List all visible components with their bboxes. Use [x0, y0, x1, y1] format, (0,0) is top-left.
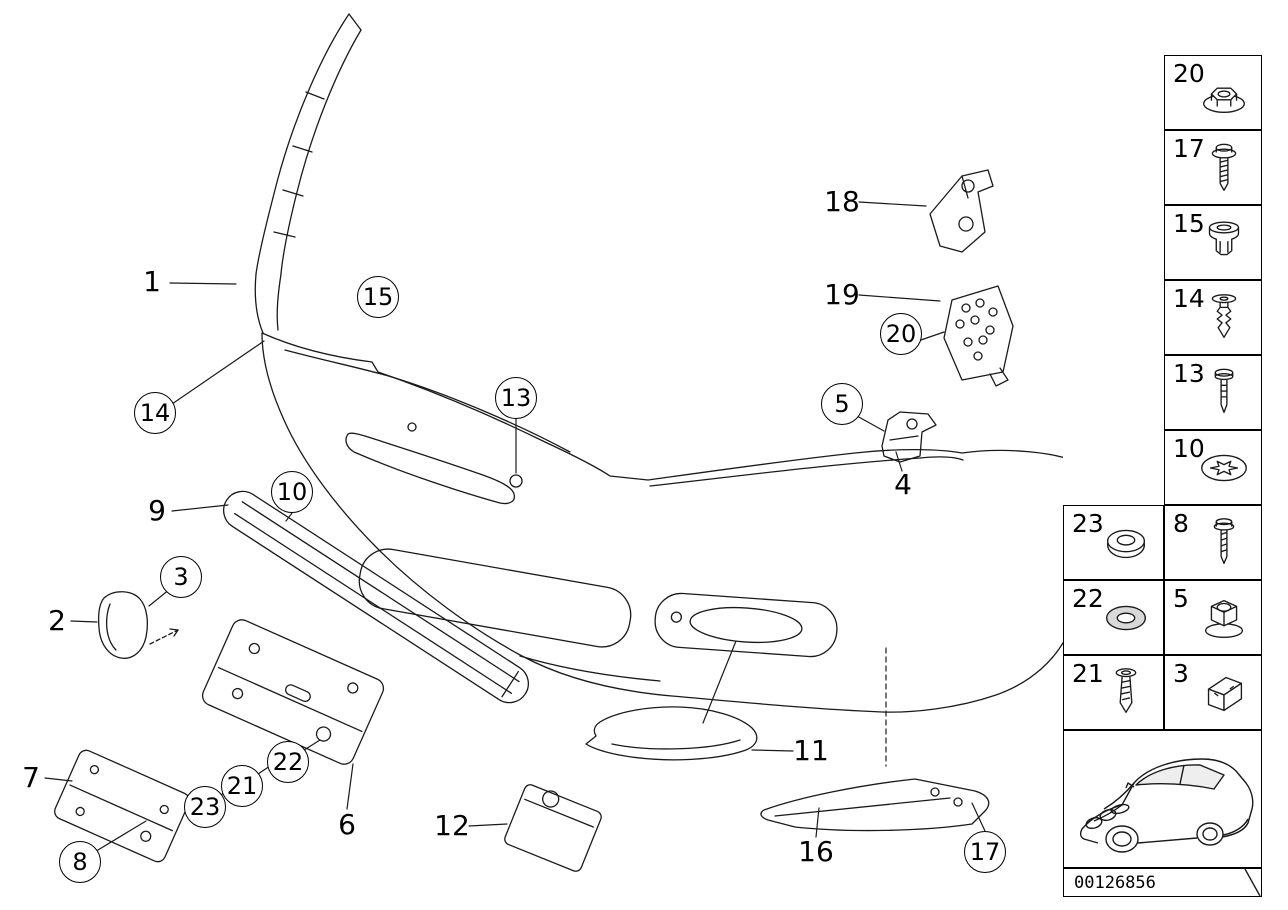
- cell-label: 5: [1173, 584, 1189, 613]
- part-tow-cover: [98, 591, 179, 659]
- cell-label: 21: [1072, 659, 1104, 688]
- self-tapping-screw-icon: [1115, 667, 1137, 713]
- blind-rivet-icon: [1214, 368, 1234, 413]
- cell-label: 13: [1173, 359, 1205, 388]
- callout-19[interactable]: 19: [824, 278, 860, 311]
- callout-1[interactable]: 1: [143, 265, 161, 298]
- callout-6[interactable]: 6: [338, 808, 356, 841]
- part-side-bracket: [760, 778, 990, 832]
- cell-label: 20: [1173, 59, 1205, 88]
- part-bumper-cover: [261, 332, 1063, 713]
- part-bracket-4: [881, 411, 937, 463]
- callout-22[interactable]: 22: [267, 741, 309, 783]
- sidebar-cell-20[interactable]: 20: [1164, 55, 1262, 130]
- callout-7[interactable]: 7: [22, 761, 40, 794]
- serrated-washer-icon: [1201, 454, 1247, 481]
- callout-14[interactable]: 14: [134, 392, 176, 434]
- callout-12[interactable]: 12: [434, 809, 470, 842]
- sidebar-cell-22[interactable]: 22: [1063, 580, 1164, 655]
- cover-cap-icon: [1106, 529, 1146, 558]
- cell-label: 14: [1173, 284, 1205, 313]
- callout-16[interactable]: 16: [798, 835, 834, 868]
- callout-4[interactable]: 4: [894, 468, 912, 501]
- cell-label: 23: [1072, 509, 1104, 538]
- part-number-box: 00126856: [1063, 868, 1262, 897]
- cell-label: 22: [1072, 584, 1104, 613]
- part-number: 00126856: [1074, 872, 1156, 893]
- car-thumbnail: [1079, 758, 1254, 853]
- expansion-rivet-icon: [1211, 293, 1237, 338]
- footer-slash-mark: [1244, 869, 1261, 896]
- callout-10[interactable]: 10: [271, 471, 313, 513]
- sidebar-cell-15[interactable]: 15: [1164, 205, 1262, 280]
- diagram-canvas: [44, 13, 1063, 872]
- sidebar-cell-10[interactable]: 10: [1164, 430, 1262, 505]
- sidebar-cell-14[interactable]: 14: [1164, 280, 1262, 355]
- callout-11[interactable]: 11: [793, 734, 829, 767]
- callout-20[interactable]: 20: [880, 313, 922, 355]
- part-trim-strip: [254, 13, 362, 334]
- callout-17[interactable]: 17: [964, 831, 1006, 873]
- part-access-panel: [504, 784, 602, 872]
- callout-2[interactable]: 2: [48, 604, 66, 637]
- sidebar-cell-21[interactable]: 21: [1063, 655, 1164, 730]
- sidebar-cell-17[interactable]: 17: [1164, 130, 1262, 205]
- callout-18[interactable]: 18: [824, 185, 860, 218]
- expanding-grommet-icon: [1208, 221, 1240, 255]
- cell-label: 17: [1173, 134, 1205, 163]
- flange-nut-icon: [1203, 86, 1245, 113]
- cell-label: 8: [1173, 509, 1189, 538]
- sidebar-cell-23[interactable]: 23: [1063, 505, 1164, 580]
- part-license-plate-base: [201, 619, 385, 765]
- callout-15[interactable]: 15: [357, 276, 399, 318]
- callout-5[interactable]: 5: [821, 383, 863, 425]
- car-thumbnail-box: [1063, 730, 1262, 868]
- part-bracket-19: [943, 285, 1014, 387]
- callout-8[interactable]: 8: [59, 841, 101, 883]
- callout-21[interactable]: 21: [221, 765, 263, 807]
- cell-label: 10: [1173, 434, 1205, 463]
- cell-label: 15: [1173, 209, 1205, 238]
- hex-flange-nut-icon: [1204, 599, 1244, 638]
- callout-3[interactable]: 3: [160, 556, 202, 598]
- bracket-icon: [1207, 676, 1243, 711]
- leader-lines: [44, 201, 986, 854]
- washer-icon: [1105, 605, 1147, 630]
- sidebar-cell-8[interactable]: 8: [1164, 505, 1262, 580]
- sidebar-cell-3[interactable]: 3: [1164, 655, 1262, 730]
- screw-with-washer-icon: [1211, 143, 1237, 191]
- callout-23[interactable]: 23: [184, 786, 226, 828]
- part-reinforcement-bar: [223, 490, 529, 704]
- part-bracket-18: [929, 169, 994, 253]
- callout-13[interactable]: 13: [495, 377, 537, 419]
- sidebar-cell-5[interactable]: 5: [1164, 580, 1262, 655]
- cell-label: 3: [1173, 659, 1189, 688]
- callout-9[interactable]: 9: [148, 494, 166, 527]
- sidebar-cell-13[interactable]: 13: [1164, 355, 1262, 430]
- part-lower-trim: [585, 706, 758, 761]
- screw-icon: [1213, 517, 1235, 564]
- part-license-plate-filler: [54, 749, 190, 863]
